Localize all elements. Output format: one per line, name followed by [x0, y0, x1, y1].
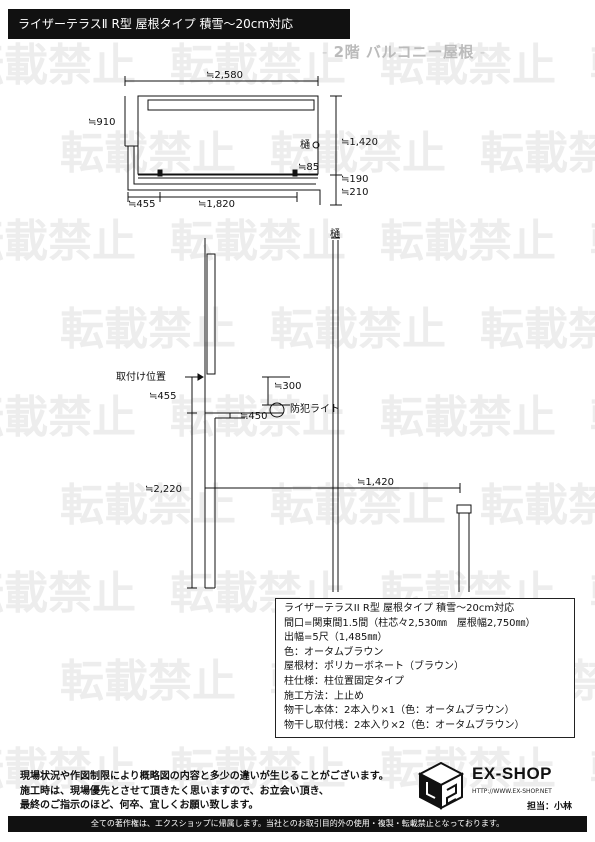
elev-gutter-label: 樋 — [330, 229, 340, 240]
plan-gutter-label: 樋 — [300, 140, 310, 151]
spec-box: ライザーテラスII R型 屋根タイプ 積雪～20cm対応 間口=関東間1.5間（… — [275, 598, 575, 738]
footer-notes: 現場状況や作図制限により概略図の内容と多少の違いが生じることがございます。 施工… — [20, 770, 389, 814]
staff-label: 担当：小林 — [527, 802, 573, 812]
spec-line: 間口=関東間1.5間（柱芯々2,530㎜ 屋根幅2,750㎜） — [284, 617, 536, 629]
plan-left-depth-label: ≒910 — [88, 117, 116, 128]
plan-bottom-span-label: ≒1,820 — [198, 199, 236, 210]
elev-front-post — [456, 504, 472, 514]
plan-view — [124, 76, 342, 206]
elev-projection-label: ≒1,420 — [357, 477, 395, 488]
plan-bottom-left-label: ≒455 — [128, 199, 156, 210]
section-title-dash-left: - — [322, 43, 328, 61]
footer-note-line: 現場状況や作図制限により概略図の内容と多少の違いが生じることがございます。 — [20, 771, 389, 782]
footer-note-line: 最終のご指示のほど、何卒、宜しくお願い致します。 — [20, 800, 259, 811]
page-title: ライザーテラスⅡ R型 屋根タイプ 積雪～20cm対応 — [8, 9, 350, 39]
elev-step-label: ≒450 — [240, 411, 268, 422]
elevation-view — [185, 237, 472, 592]
footer-note-line: 施工時は、現場優先とさせて頂きたく思いますので、お立会い頂き、 — [20, 785, 329, 797]
logo-cube-icon — [417, 761, 465, 810]
plan-post-left — [157, 169, 163, 177]
logo-text: EX-SHOP — [472, 764, 553, 783]
section-title-text: 2階 バルコニー屋根 — [333, 43, 475, 61]
elev-light-offset-label: ≒300 — [274, 381, 302, 392]
spec-line: 物干し取付桟：2本入り×2（色：オータムブラウン） — [284, 719, 525, 731]
section-title-dash-right: - — [479, 43, 486, 61]
elev-light-label: 防犯ライト — [290, 404, 340, 415]
logo-url: HTTP://WWW.EX-SHOP.NET — [472, 788, 552, 795]
plan-post-offset-label: ≒85 — [298, 162, 320, 173]
plan-house-wall-band — [147, 99, 315, 111]
elev-mount-position-label: 取付け位置 — [116, 372, 166, 383]
spec-line: 施工方法：上止め — [284, 690, 364, 702]
elev-mount-arrow — [197, 373, 204, 381]
plan-gutter — [312, 141, 320, 149]
plan-width-label: ≒2,580 — [206, 70, 244, 81]
elev-mount-offset-label: ≒455 — [149, 391, 177, 402]
plan-post-right — [292, 169, 298, 177]
plan-left-leg-inner — [133, 146, 316, 185]
copyright-bar: 全ての著作権は、エクスショップに帰属します。当社とのお取引目的外の使用・複製・転… — [8, 816, 587, 832]
elev-wall-panel — [206, 253, 216, 375]
plan-left-leg — [127, 146, 321, 205]
spec-line: 柱仕様：柱位置固定タイプ — [284, 675, 404, 687]
plan-roof-outline — [137, 95, 319, 175]
exshop-logo: EX-SHOP HTTP://WWW.EX-SHOP.NET — [412, 760, 584, 812]
section-title: - 2階 バルコニー屋根 - — [322, 41, 486, 62]
spec-line: ライザーテラスII R型 屋根タイプ 積雪～20cm対応 — [284, 603, 515, 614]
spec-line: 色：オータムブラウン — [284, 646, 384, 658]
spec-line: 屋根材：ポリカーボネート（ブラウン） — [284, 661, 464, 673]
elev-height-label: ≒2,220 — [145, 484, 183, 495]
spec-line: 出幅=5尺（1,485㎜） — [284, 632, 388, 644]
elev-security-light — [269, 402, 285, 418]
plan-front-label-1: ≒190 — [341, 174, 369, 185]
plan-right-depth-label: ≒1,420 — [341, 137, 379, 148]
spec-line: 物干し本体：2本入り×1（色：オータムブラウン） — [284, 705, 515, 717]
plan-front-label-2: ≒210 — [341, 187, 369, 198]
